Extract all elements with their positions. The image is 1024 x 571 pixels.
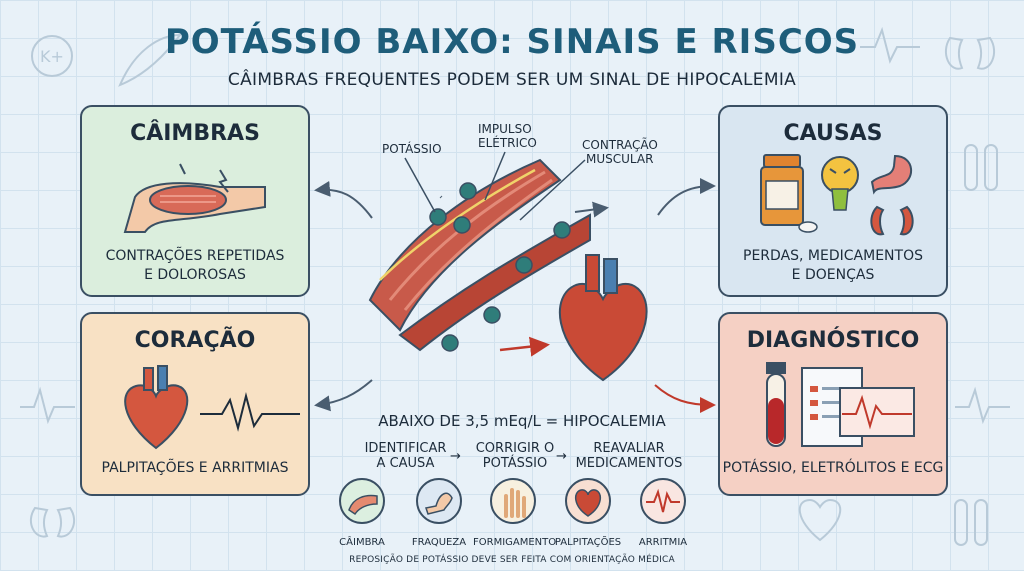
step-2-line2: POTÁSSIO	[482, 456, 548, 471]
page-title: POTÁSSIO BAIXO: SINAIS E RISCOS	[164, 22, 860, 62]
label-contracao-2: MUSCULAR	[586, 152, 654, 166]
kidney-icon-bottom	[29, 506, 76, 538]
step-arrow-2: →	[556, 449, 567, 464]
card-caimbras-text-2: E DOLOROSAS	[144, 267, 246, 283]
card-coracao: CORAÇÃO PALPITAÇÕES E ARRITMIAS	[80, 312, 310, 496]
step-arrow-1: →	[450, 449, 461, 464]
label-impulso-2: ELÉTRICO	[478, 136, 537, 150]
kidneys-icon	[870, 205, 914, 236]
ecg-line-icon-right	[955, 386, 1010, 425]
leg-cramp-icon	[123, 163, 266, 233]
symptom-label-4: PALPITAÇÕES	[554, 537, 622, 548]
ecg-wave-icon	[200, 392, 300, 432]
symptom-label-5: ARRITMIA	[638, 537, 688, 548]
label-contracao-1: CONTRAÇÃO	[582, 138, 658, 152]
symptom-label-3: FORMIGAMENTO	[473, 537, 557, 548]
card-coracao-text: PALPITAÇÕES E ARRITMIAS	[101, 460, 289, 476]
footer-note: REPOSIÇÃO DE POTÁSSIO DEVE SER FEITA COM…	[349, 555, 675, 565]
step-1: IDENTIFICAR A CAUSA	[358, 441, 453, 471]
step-2: CORRIGIR O POTÁSSIO	[470, 441, 560, 471]
stomach-icon	[870, 154, 912, 195]
card-diagnostico-text: POTÁSSIO, ELETRÓLITOS E ECG	[722, 460, 944, 476]
symptom-tingling-icon	[490, 478, 536, 524]
heart-icon	[124, 365, 189, 450]
test-tube-icon	[964, 144, 998, 191]
symptom-cramp-icon	[339, 478, 385, 524]
potassium-ion-marks	[429, 182, 571, 352]
ecg-line-icon	[860, 26, 920, 64]
muscle-icon	[118, 33, 183, 87]
card-caimbras-text-1: CONTRAÇÕES REPETIDAS	[105, 248, 285, 264]
step-1-line1: IDENTIFICAR	[364, 441, 447, 456]
heart-ecg-icon	[798, 498, 842, 542]
heart-illustration	[558, 254, 648, 382]
nausea-face-icon	[821, 156, 859, 211]
lab-report-icon	[801, 367, 915, 447]
step-2-line1: CORRIGIR O	[475, 441, 555, 456]
page-subtitle: CÂIMBRAS FREQUENTES PODEM SER UM SINAL D…	[227, 70, 797, 90]
blood-tube-icon	[766, 362, 786, 447]
label-impulso-1: IMPULSO	[478, 122, 532, 136]
ecg-line-icon-left	[20, 386, 75, 425]
card-causas-title: CAUSAS	[783, 121, 883, 146]
pill-bottle-icon	[760, 154, 818, 233]
symptom-palpitation-icon	[565, 478, 611, 524]
symptom-label-2: FRAQUEZA	[411, 537, 467, 548]
card-caimbras: CÂIMBRAS CONTRAÇÕES REPETIDAS E DOLOROSA…	[80, 105, 310, 297]
card-diagnostico-title: DIAGNÓSTICO	[746, 328, 920, 353]
muscle-fiber-illustration	[368, 158, 591, 352]
step-3: REAVALIAR MEDICAMENTOS	[574, 441, 684, 471]
card-causas-text-1: PERDAS, MEDICAMENTOS	[743, 248, 923, 264]
symptom-arrhythmia-icon	[640, 478, 686, 524]
card-causas: CAUSAS PERDAS, MEDICAMENTOS E DOENÇAS	[718, 105, 948, 297]
symptom-weakness-icon	[416, 478, 462, 524]
card-coracao-title: CORAÇÃO	[134, 328, 256, 353]
step-3-line2: MEDICAMENTOS	[575, 456, 683, 471]
card-caimbras-title: CÂIMBRAS	[130, 121, 260, 146]
svg-text:K+: K+	[40, 47, 64, 66]
symptom-label-1: CÂIMBRA	[339, 537, 385, 548]
test-tube-icon-bottom	[954, 499, 988, 546]
kidney-icon	[944, 36, 996, 70]
threshold-text: ABAIXO DE 3,5 mEq/L = HIPOCALEMIA	[378, 412, 666, 430]
step-1-line2: A CAUSA	[376, 456, 435, 471]
step-3-line1: REAVALIAR	[593, 441, 665, 456]
label-potassio: POTÁSSIO	[382, 142, 442, 156]
potassium-icon: K+	[31, 35, 73, 77]
card-diagnostico: DIAGNÓSTICO POTÁSSIO, ELETRÓLITOS E ECG	[718, 312, 948, 496]
card-causas-text-2: E DOENÇAS	[791, 267, 875, 283]
